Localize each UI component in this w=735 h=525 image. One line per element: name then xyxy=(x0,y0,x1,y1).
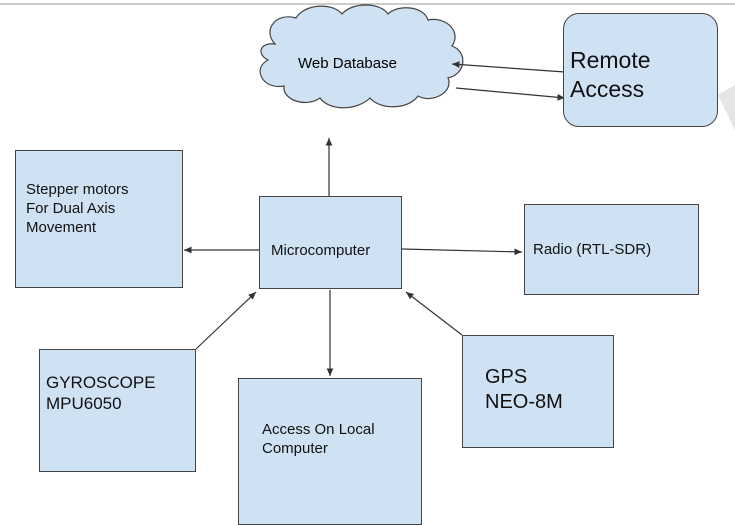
gyroscope-label: GYROSCOPE MPU6050 xyxy=(46,373,156,414)
arrow-micro-to-radio xyxy=(401,248,523,256)
arrow-gps-to-micro xyxy=(405,291,463,336)
gyroscope-box: GYROSCOPE MPU6050 xyxy=(39,349,196,472)
stepper-motors-label: Stepper motors For Dual Axis Movement xyxy=(26,181,129,236)
microcomputer-label: Microcomputer xyxy=(271,242,371,259)
gps-label: GPS NEO-8M xyxy=(485,366,563,413)
local-computer-box: Access On Local Computer xyxy=(238,378,422,525)
arrow-gyro-to-micro xyxy=(195,291,257,350)
stepper-motors-box: Stepper motors For Dual Axis Movement xyxy=(15,150,183,288)
page-corner-artifact xyxy=(718,85,735,130)
radio-box: Radio (RTL-SDR) xyxy=(524,204,699,295)
gps-box: GPS NEO-8M xyxy=(462,335,614,448)
web-database-label: Web Database xyxy=(298,55,397,72)
microcomputer-box: Microcomputer xyxy=(259,196,402,289)
arrow-remote-to-database xyxy=(451,61,566,73)
local-computer-label: Access On Local Computer xyxy=(262,421,375,457)
remote-access-box: Remote Access xyxy=(563,13,718,127)
web-database-cloud xyxy=(259,4,464,109)
arrow-database-to-remote xyxy=(455,87,566,101)
radio-label: Radio (RTL-SDR) xyxy=(533,241,652,258)
remote-access-label: Remote Access xyxy=(570,47,651,102)
